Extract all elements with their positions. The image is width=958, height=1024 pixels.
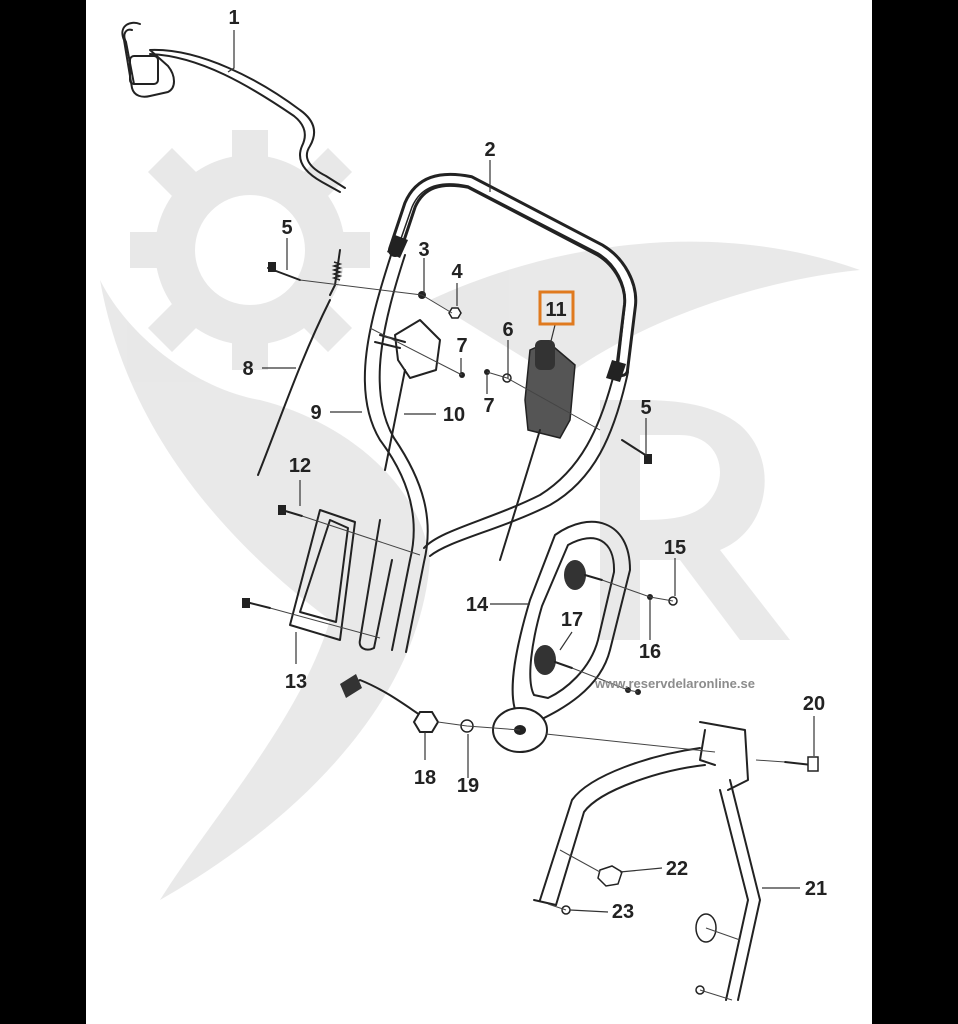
callout-12[interactable]: 12 xyxy=(289,455,311,477)
part-17-spacers xyxy=(534,560,603,675)
callout-7-lower[interactable]: 7 xyxy=(483,395,494,417)
part-8-spring-cable xyxy=(257,249,343,476)
part-12-bolt-lower xyxy=(242,598,271,609)
callout-14[interactable]: 14 xyxy=(466,594,489,616)
callout-17[interactable]: 17 xyxy=(561,609,583,631)
callout-23[interactable]: 23 xyxy=(612,901,634,923)
callout-labels: 1 2 3 4 5 5 6 7 7 8 9 10 11 12 13 14 15 … xyxy=(228,7,827,923)
callout-9[interactable]: 9 xyxy=(310,402,321,424)
callout-10[interactable]: 10 xyxy=(443,404,465,426)
callout-8[interactable]: 8 xyxy=(242,358,253,380)
callout-21[interactable]: 21 xyxy=(805,878,827,900)
callout-6[interactable]: 6 xyxy=(502,319,513,341)
callout-7-upper[interactable]: 7 xyxy=(456,335,467,357)
callout-5-right[interactable]: 5 xyxy=(640,397,651,419)
part-11-control-lever xyxy=(499,340,576,561)
callout-leader-lines xyxy=(227,30,815,913)
part-5-bolt-left xyxy=(267,262,301,281)
callout-13[interactable]: 13 xyxy=(285,671,307,693)
callout-2[interactable]: 2 xyxy=(484,139,495,161)
callout-18[interactable]: 18 xyxy=(414,767,436,789)
watermark-url: www.reservdelaronline.se xyxy=(594,676,755,691)
callout-11[interactable]: 11 xyxy=(545,299,566,321)
part-18-knob-assembly xyxy=(340,674,440,733)
watermark-logo xyxy=(100,130,860,900)
part-9-middle-handle xyxy=(358,251,629,653)
callout-22[interactable]: 22 xyxy=(666,858,688,880)
callout-11-highlight-box xyxy=(538,290,575,326)
part-12-bolt xyxy=(278,505,303,517)
part-14-side-plate xyxy=(511,520,631,721)
part-5-bolt-right xyxy=(621,439,652,464)
callout-19[interactable]: 19 xyxy=(457,775,479,797)
assembly-guide-lines xyxy=(269,279,786,1001)
callout-1[interactable]: 1 xyxy=(228,7,239,29)
part-1-bail-wire xyxy=(121,21,346,193)
part-21-lower-frame xyxy=(533,721,761,1001)
callout-16[interactable]: 16 xyxy=(639,641,661,663)
part-20-bolt xyxy=(784,756,819,772)
part-13-cable-cover xyxy=(289,509,356,641)
callout-20[interactable]: 20 xyxy=(803,693,825,715)
part-10-cable-clamp xyxy=(374,319,441,471)
part-22-nut xyxy=(597,865,623,887)
callout-4[interactable]: 4 xyxy=(451,261,463,283)
parts-diagram-canvas: 1 2 3 4 5 5 6 7 7 8 9 10 11 12 13 14 15 … xyxy=(86,0,872,1024)
part-2-upper-handle xyxy=(387,172,638,382)
callout-5-left[interactable]: 5 xyxy=(281,217,292,239)
callout-15[interactable]: 15 xyxy=(664,537,686,559)
exploded-parts-diagram: 1 2 3 4 5 5 6 7 7 8 9 10 11 12 13 14 15 … xyxy=(100,7,860,1001)
callout-3[interactable]: 3 xyxy=(418,239,429,261)
